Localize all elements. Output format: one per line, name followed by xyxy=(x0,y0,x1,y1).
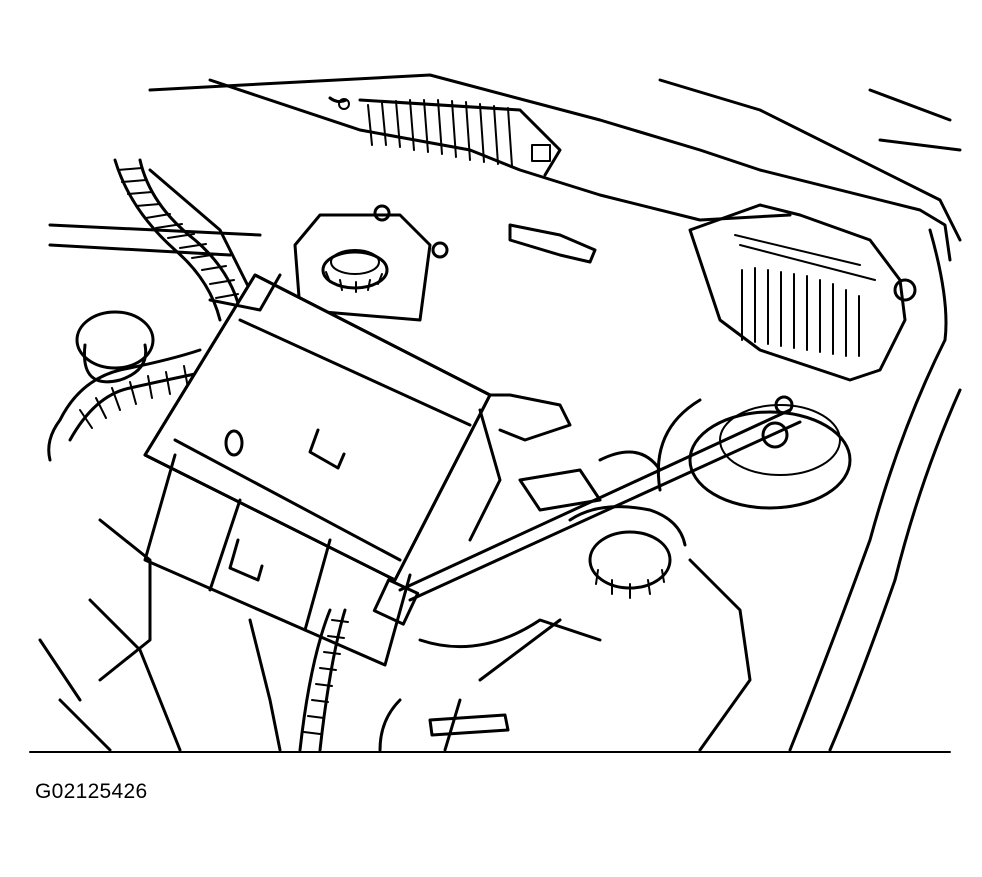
strut-tower xyxy=(656,395,852,510)
intake-cowl-housing xyxy=(148,73,962,382)
reservoir-cap-upper xyxy=(293,204,449,322)
figure-id-label: G02125426 xyxy=(35,780,148,803)
lower-engine-components xyxy=(38,450,752,752)
wiring-harness-left xyxy=(47,158,262,462)
fender-edge xyxy=(788,228,962,752)
control-module-box xyxy=(143,273,572,667)
reservoir-cap-left xyxy=(75,310,155,384)
reservoir-cap-lower xyxy=(568,505,687,599)
